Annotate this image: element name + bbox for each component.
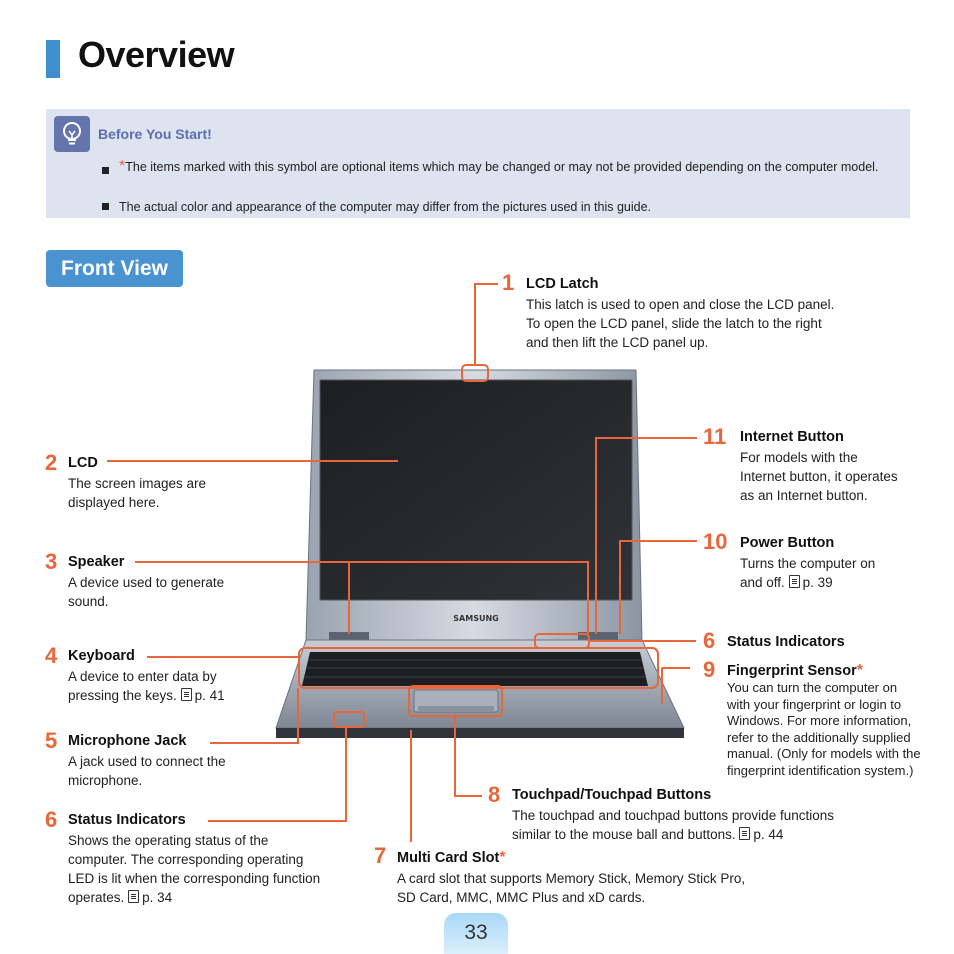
- callout-description: A device to enter data by pressing the k…: [68, 669, 225, 703]
- callout-number: 5: [45, 728, 58, 753]
- book-icon: [739, 827, 751, 840]
- optional-star: *: [856, 662, 863, 679]
- callout-description: This latch is used to open and close the…: [526, 297, 835, 350]
- before-you-start-box: [46, 109, 910, 218]
- section-title: Front View: [46, 250, 183, 287]
- callout-title: Fingerprint Sensor*: [727, 662, 863, 679]
- callout-number: 7: [374, 843, 387, 868]
- callout-title: Power Button: [740, 535, 835, 551]
- page-reference[interactable]: p. 41: [194, 688, 225, 703]
- callout-number: 4: [45, 643, 58, 668]
- speaker-grille-right: [578, 632, 618, 642]
- lightbulb-icon: [54, 116, 90, 152]
- callout-number: 6: [703, 628, 716, 653]
- callout-title: Internet Button: [740, 429, 844, 445]
- bullet-icon: [102, 167, 109, 174]
- page-number: 33: [444, 913, 508, 954]
- callout-number: 8: [488, 782, 501, 807]
- callout-number: 9: [703, 657, 716, 682]
- book-icon: [128, 890, 140, 903]
- callout-title: LCD Latch: [526, 276, 599, 292]
- note-item-text: The actual color and appearance of the c…: [119, 200, 652, 214]
- brand-logo: SAMSUNG: [453, 614, 498, 623]
- page-reference[interactable]: p. 39: [802, 575, 833, 590]
- book-icon: [180, 688, 192, 701]
- callout-number: 6: [45, 807, 58, 832]
- callout-title: LCD: [68, 455, 98, 471]
- title-accent-bar: [46, 40, 60, 78]
- callout-number: 10: [703, 529, 728, 554]
- callout-title: Speaker: [68, 554, 125, 570]
- optional-star: *: [499, 849, 506, 866]
- page-reference[interactable]: p. 44: [753, 827, 784, 842]
- callout-number: 2: [45, 450, 58, 475]
- callout-number: 11: [703, 424, 727, 449]
- note-item-text: The items marked with this symbol are op…: [125, 160, 879, 174]
- page-title: Overview: [78, 34, 235, 75]
- callout-number: 3: [45, 549, 58, 574]
- callout-description: Turns the computer on and off. p. 39: [740, 556, 876, 590]
- note-title: Before You Start!: [98, 126, 212, 142]
- optional-star: *: [119, 158, 126, 175]
- callout-title: Multi Card Slot*: [397, 849, 506, 866]
- speaker-grille-left: [329, 632, 369, 642]
- callout-title: Touchpad/Touchpad Buttons: [512, 787, 712, 803]
- bullet-icon: [102, 203, 109, 210]
- book-icon: [788, 575, 800, 588]
- page-reference[interactable]: p. 34: [142, 890, 173, 905]
- keyboard-keys: [302, 652, 648, 686]
- callout-title: Microphone Jack: [68, 733, 187, 749]
- callout-title: Keyboard: [68, 648, 135, 664]
- callout-title: Status Indicators: [727, 634, 845, 650]
- callout-title: Status Indicators: [68, 812, 186, 828]
- callout-number: 1: [502, 270, 515, 295]
- callout-description: The touchpad and touchpad buttons provid…: [512, 808, 834, 842]
- callout-description: A card slot that supports Memory Stick, …: [397, 871, 746, 905]
